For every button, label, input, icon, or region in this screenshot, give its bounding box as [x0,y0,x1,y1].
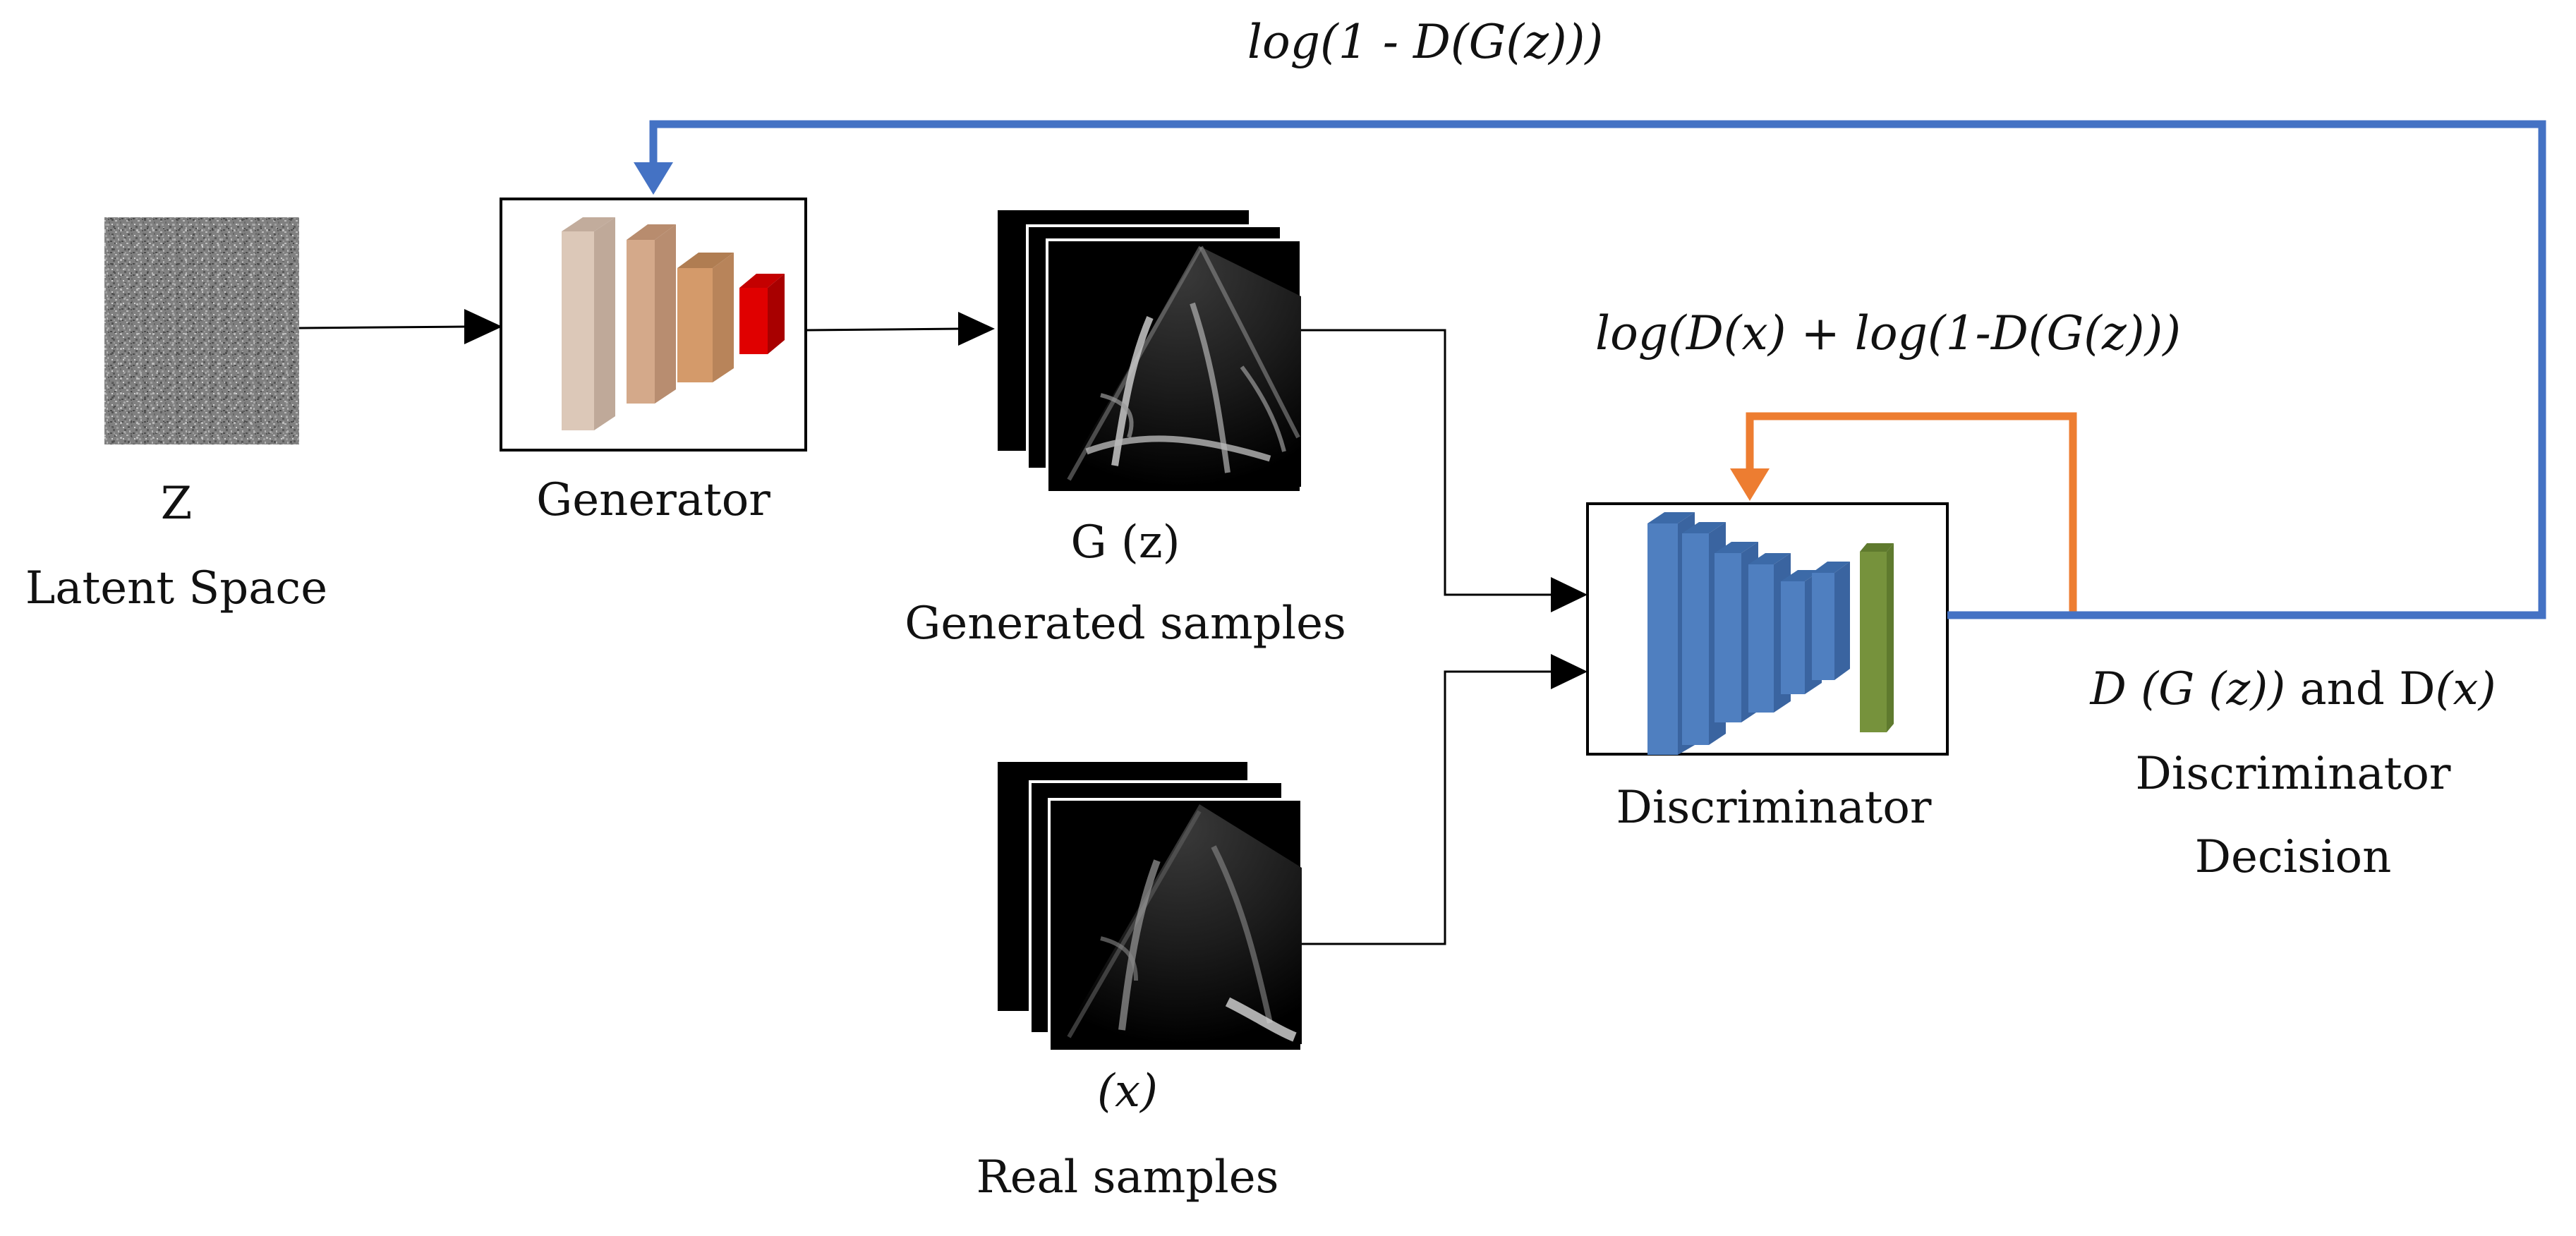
generator-loss-label: log(1 - D(G(z))) [1247,15,1603,69]
generator-feedback-arrow [634,120,2546,619]
latent-space-label: Latent Space [25,562,327,614]
generated-samples-label: Generated samples [905,598,1346,650]
noise-image-icon [104,217,299,444]
decision-line3: Decision [2195,831,2392,883]
arrow-generated-to-discriminator [1301,329,1588,612]
decision-line2: Discriminator [2136,748,2451,800]
arrow-latent-to-generator [298,309,502,344]
discriminator-label: Discriminator [1616,782,1932,834]
arrow-real-to-discriminator [1302,654,1588,945]
discriminator-loss-label: log(D(x) + log(1-D(G(z))) [1595,306,2181,360]
decision-dgz: D (G (z)) [2089,663,2285,715]
decision-and-d: and D [2285,663,2435,715]
decision-formula: D (G (z)) and D(x) [2089,663,2496,715]
real-symbol: (x) [1097,1065,1158,1117]
arrow-generator-to-generated [805,312,995,346]
generated-symbol: G (z) [1070,516,1180,569]
generator-network-icon [562,217,785,430]
discriminator-feedback-arrow [1730,412,2077,615]
discriminator-network-icon [1647,512,1894,755]
real-samples-label: Real samples [976,1151,1279,1204]
echocardiogram-stack-icon [995,759,1303,1053]
generator-label: Generator [536,474,770,526]
latent-symbol: Z [161,478,192,530]
decision-x: (x) [2436,663,2496,715]
echocardiogram-stack-icon [995,207,1302,494]
